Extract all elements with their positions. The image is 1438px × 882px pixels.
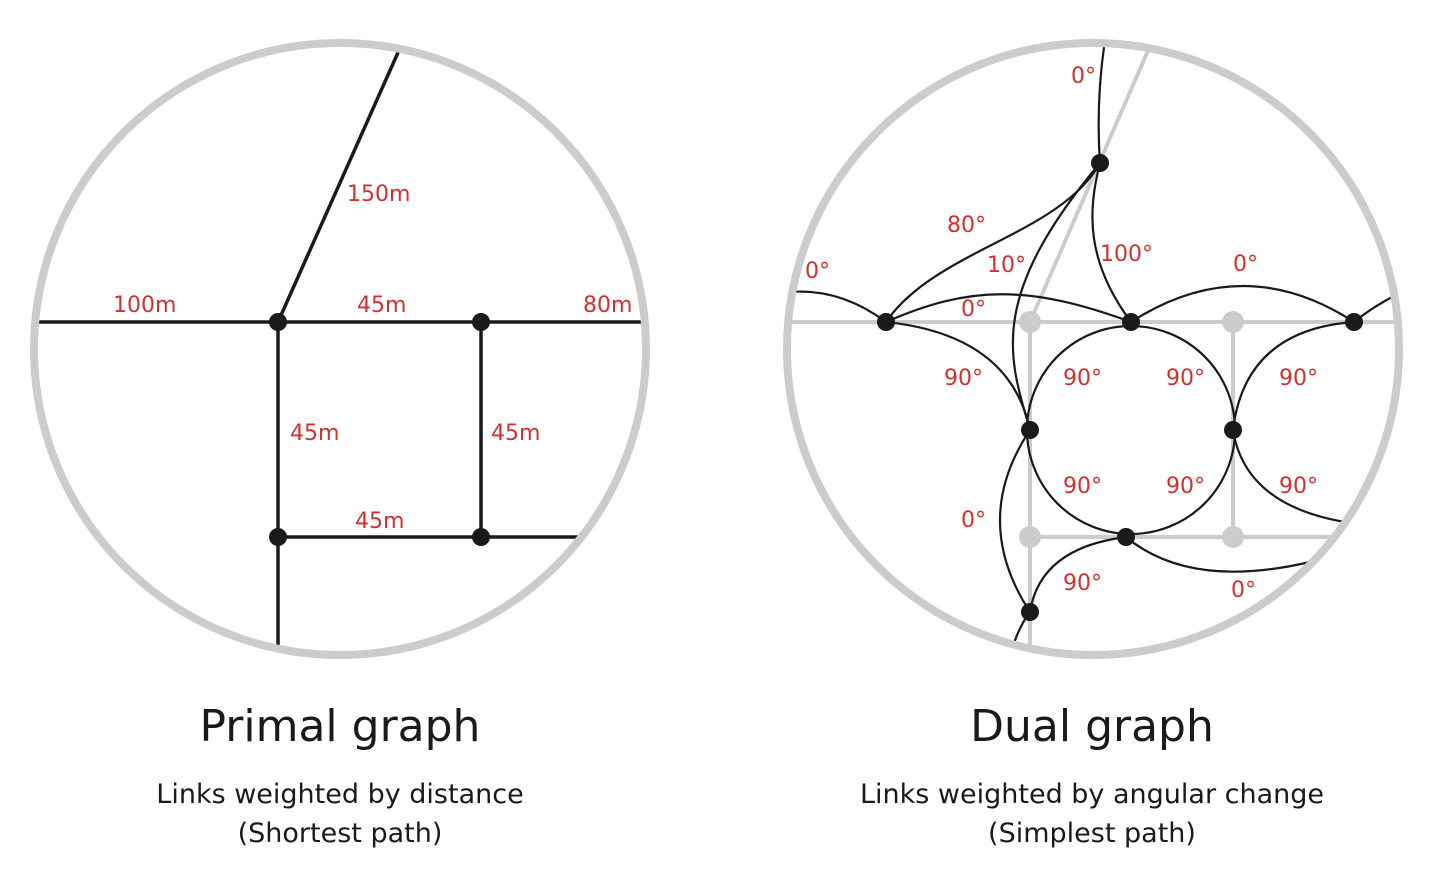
dual-node bbox=[1122, 313, 1140, 331]
angle-label: 0° bbox=[961, 297, 986, 322]
primal-node bbox=[472, 528, 490, 546]
edge-label: 45m bbox=[355, 509, 404, 534]
dual-node bbox=[1021, 421, 1039, 439]
edge-label: 45m bbox=[290, 421, 339, 446]
primal-node bbox=[269, 528, 287, 546]
angle-label: 90° bbox=[1166, 366, 1205, 391]
primal-subtitle: (Shortest path) bbox=[238, 818, 443, 849]
primal-title: Primal graph bbox=[200, 701, 481, 752]
edge-label: 45m bbox=[491, 421, 540, 446]
edge-label: 80m bbox=[583, 293, 632, 318]
primal-graph bbox=[36, 47, 644, 653]
primal-subtitle: Links weighted by distance bbox=[156, 779, 523, 810]
angle-label: 90° bbox=[944, 366, 983, 391]
angle-label: 0° bbox=[805, 259, 830, 284]
dual-node bbox=[1091, 154, 1109, 172]
angle-label: 90° bbox=[1063, 474, 1102, 499]
dual-node bbox=[1021, 603, 1039, 621]
angle-label: 80° bbox=[947, 213, 986, 238]
dual-node bbox=[1345, 313, 1363, 331]
edge-label: 100m bbox=[113, 293, 176, 318]
angle-label: 90° bbox=[1279, 366, 1318, 391]
angle-label: 90° bbox=[1063, 366, 1102, 391]
angle-label: 90° bbox=[1063, 571, 1102, 596]
angle-label: 90° bbox=[1166, 474, 1205, 499]
angle-label: 0° bbox=[1231, 578, 1256, 603]
dual-title: Dual graph bbox=[970, 701, 1214, 752]
primal-node bbox=[269, 313, 287, 331]
primal-edge bbox=[276, 47, 402, 323]
dual-node bbox=[1224, 421, 1242, 439]
angle-label: 90° bbox=[1279, 474, 1318, 499]
dual-node bbox=[1117, 528, 1135, 546]
angle-label: 0° bbox=[1233, 252, 1258, 277]
dual-boundary-circle bbox=[783, 39, 1403, 659]
dual-node bbox=[877, 313, 895, 331]
angle-label: 0° bbox=[961, 508, 986, 533]
edge-label: 45m bbox=[357, 293, 406, 318]
dual-subtitle: Links weighted by angular change bbox=[860, 779, 1324, 810]
primal-node bbox=[472, 313, 490, 331]
primal-boundary-circle bbox=[30, 39, 650, 659]
edge-label: 150m bbox=[347, 182, 410, 207]
angle-label: 10° bbox=[987, 253, 1026, 278]
dual-subtitle: (Simplest path) bbox=[988, 818, 1196, 849]
angle-label: 100° bbox=[1100, 242, 1153, 267]
angle-label: 0° bbox=[1071, 64, 1096, 89]
